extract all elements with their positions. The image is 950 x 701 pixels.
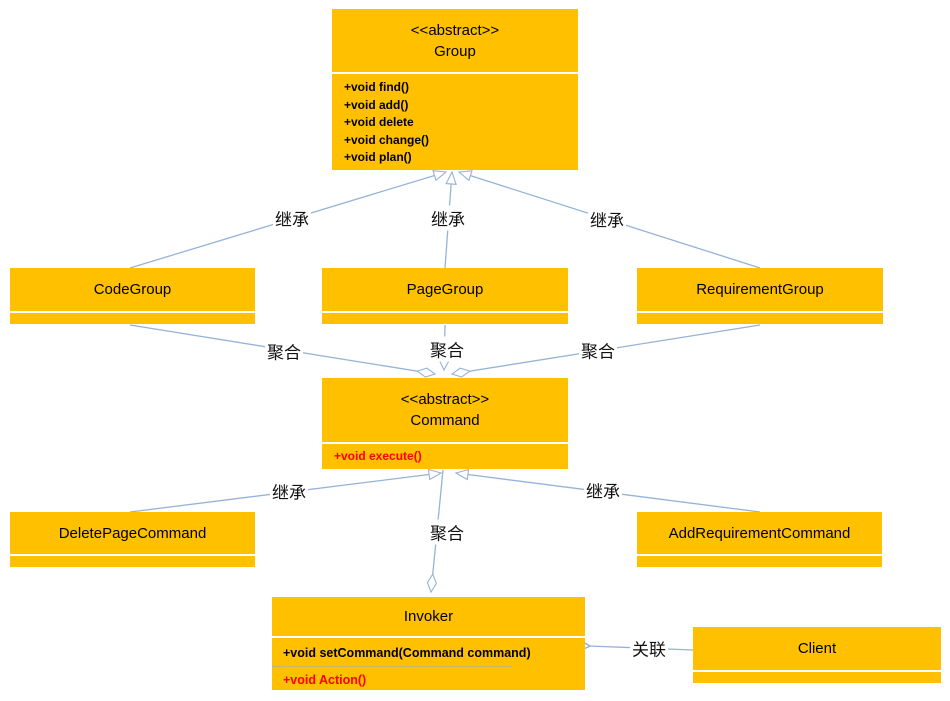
method-row: +void plan() — [344, 150, 412, 164]
class-title: CodeGroup — [10, 268, 255, 311]
class-title: AddRequirementCommand — [637, 512, 882, 554]
methods-compartment: +void find() +void add() +void delete +v… — [332, 72, 578, 170]
method-row: +void find() — [344, 80, 409, 94]
class-name: RequirementGroup — [696, 281, 824, 298]
empty-compartment — [637, 311, 883, 324]
class-name: PageGroup — [406, 281, 484, 298]
edge-label-aggregation-right[interactable]: 聚合 — [579, 337, 617, 363]
edge-label-inheritance-top-left[interactable]: 继承 — [273, 205, 311, 231]
edge-label-association[interactable]: 关联 — [630, 635, 668, 661]
class-name: Group — [434, 42, 476, 60]
class-title: <<abstract>> Command — [322, 378, 568, 442]
empty-compartment — [637, 554, 882, 567]
class-name: DeletePageCommand — [58, 524, 207, 542]
method-row: +void delete — [344, 115, 414, 129]
class-stereotype: <<abstract>> — [410, 21, 500, 39]
class-title: Invoker — [272, 597, 585, 636]
class-box-codegroup[interactable]: CodeGroup — [10, 268, 255, 324]
class-name: Invoker — [403, 608, 454, 625]
class-box-invoker[interactable]: Invoker +void setCommand(Command command… — [272, 597, 585, 690]
class-name: AddRequirementCommand — [668, 524, 851, 542]
edge-label-aggregation-left[interactable]: 聚合 — [265, 338, 303, 364]
edge-label-aggregation-invoker[interactable]: 聚合 — [428, 519, 466, 545]
class-box-requirementgroup[interactable]: RequirementGroup — [637, 268, 883, 324]
class-box-group[interactable]: <<abstract>> Group +void find() +void ad… — [332, 9, 578, 170]
class-box-addrequirementcommand[interactable]: AddRequirementCommand — [637, 512, 882, 567]
edge-label-inheritance-top-middle[interactable]: 继承 — [429, 205, 467, 231]
methods-compartment: +void execute() — [322, 442, 568, 469]
method-row: +void change() — [344, 132, 430, 147]
empty-compartment — [10, 311, 255, 324]
class-title: PageGroup — [322, 268, 568, 311]
edge-label-aggregation-middle[interactable]: 聚合 — [428, 336, 466, 362]
empty-compartment — [693, 670, 941, 683]
class-box-deletepagecommand[interactable]: DeletePageCommand — [10, 512, 255, 567]
method-row: +void execute() — [334, 449, 422, 463]
class-box-command[interactable]: <<abstract>> Command +void execute() — [322, 378, 568, 469]
class-title: RequirementGroup — [637, 268, 883, 311]
class-name: Command — [410, 412, 480, 429]
method-row: +void setCommand(Command command) — [272, 638, 531, 667]
edge-label-inheritance-bottom-right[interactable]: 继承 — [584, 477, 622, 503]
edge-label-inheritance-bottom-left[interactable]: 继承 — [270, 478, 308, 504]
edge-label-inheritance-top-right[interactable]: 继承 — [588, 206, 626, 232]
class-title: Client — [693, 627, 941, 670]
class-stereotype: <<abstract>> — [400, 391, 490, 408]
class-box-pagegroup[interactable]: PageGroup — [322, 268, 568, 324]
method-row: +void add() — [344, 97, 409, 112]
empty-compartment — [322, 311, 568, 324]
empty-compartment — [10, 554, 255, 567]
class-title: DeletePageCommand — [10, 512, 255, 554]
class-box-client[interactable]: Client — [693, 627, 941, 683]
class-title: <<abstract>> Group — [332, 9, 578, 72]
method-row: +void Action() — [283, 673, 367, 687]
methods-compartment: +void setCommand(Command command) +void … — [272, 636, 585, 690]
class-name: CodeGroup — [93, 281, 172, 298]
class-name: Client — [797, 640, 837, 657]
